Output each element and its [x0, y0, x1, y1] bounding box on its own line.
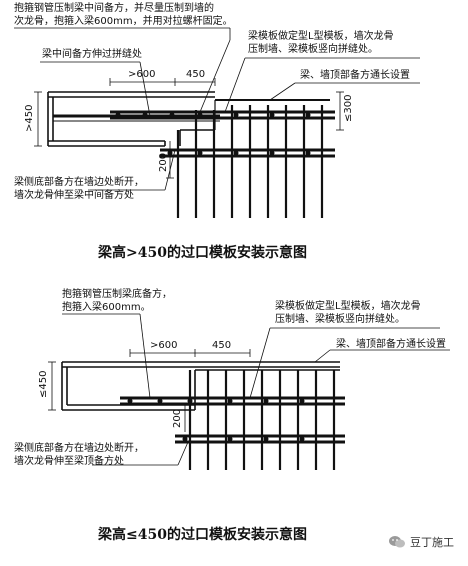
watermark: 豆丁施工	[388, 534, 454, 550]
bottom-note-top-timber: 梁、墙顶部备方通长设置	[336, 339, 446, 350]
bottom-dim-600: >600	[150, 340, 178, 351]
top-beam	[47, 91, 220, 147]
bottom-dimensions	[48, 349, 251, 432]
top-dim-200: 200	[158, 152, 169, 172]
bottom-dim-left: ≤450	[38, 370, 49, 398]
top-pipes	[110, 110, 335, 158]
top-dim-600: >600	[128, 69, 156, 80]
bottom-bolts	[127, 398, 305, 442]
bottom-leaders	[62, 313, 450, 466]
bottom-dim-200: 200	[172, 408, 183, 428]
bottom-wall-studs	[188, 370, 336, 470]
top-wall-studs	[176, 105, 324, 218]
bottom-note-bottom-timber: 梁侧底部备方在墙边处断开， 墙次龙骨伸至梁顶备方处	[14, 443, 144, 467]
top-note-top-timber: 梁、墙顶部备方通长设置	[300, 70, 410, 81]
top-note-bottom-timber: 梁侧底部备方在墙边处断开， 墙次龙骨伸至梁中间备方处	[14, 177, 144, 201]
top-caption: 梁高>450的过口模板安装示意图	[98, 245, 307, 261]
top-note-middle-timber: 梁中间备方伸过拼缝处	[42, 49, 142, 60]
bottom-caption: 梁高≤450的过口模板安装示意图	[98, 527, 307, 543]
top-leaders	[14, 27, 420, 191]
top-note-pipe-clamp: 抱箍钢管压制梁中间备方，并尽量压制到墙的 次龙骨，抱箍入梁600mm，并用对拉螺…	[14, 3, 233, 27]
top-dim-right: ≤300	[343, 94, 354, 122]
top-note-l-formwork: 梁模板做定型L型模板，墙次龙骨 压制墙、梁模板竖向拼缝处。	[248, 31, 394, 55]
bottom-dim-450: 450	[212, 340, 232, 351]
top-dim-450: 450	[186, 69, 206, 80]
watermark-text: 豆丁施工	[410, 536, 454, 549]
bottom-note-pipe-clamp: 抱箍钢管压制梁底备方， 抱箍入梁600mm。	[62, 289, 172, 313]
top-dimensions	[34, 78, 344, 179]
bottom-note-l-formwork: 梁模板做定型L型模板，墙次龙骨 压制墙、梁模板竖向拼缝处。	[275, 301, 421, 325]
wechat-icon	[389, 536, 405, 548]
bottom-pipes	[120, 396, 345, 444]
top-dim-left: >450	[24, 104, 35, 132]
